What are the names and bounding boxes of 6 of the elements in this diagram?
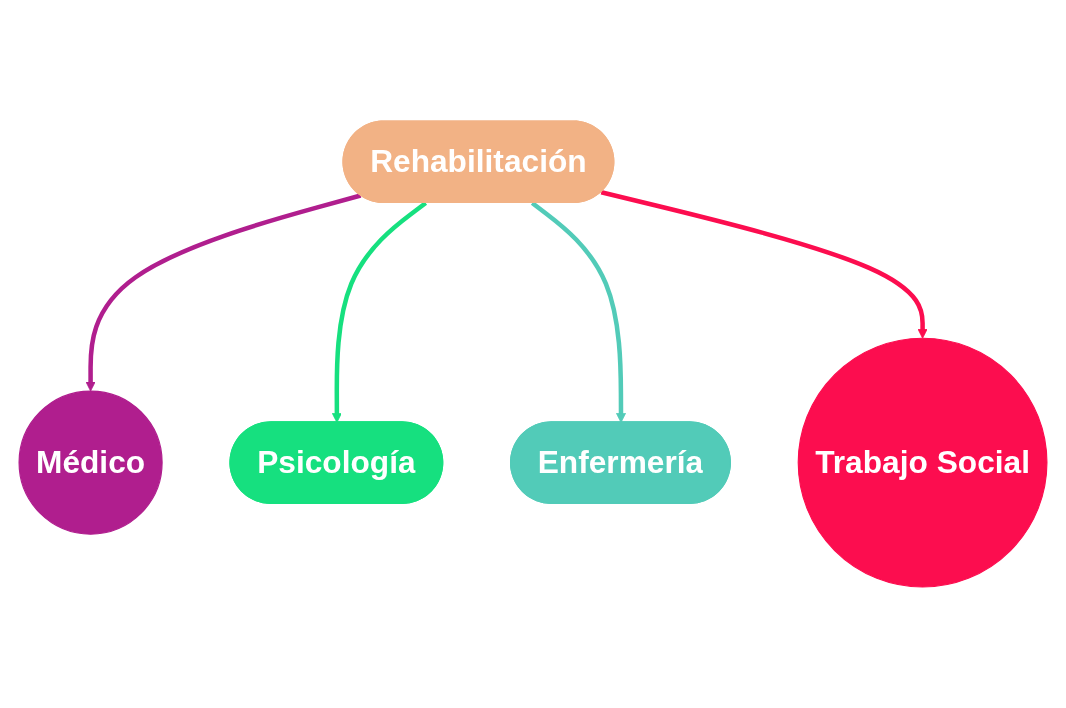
- arrow: [600, 190, 928, 339]
- node-circle: Trabajo Social: [797, 337, 1048, 588]
- node-circle: Médico: [18, 390, 163, 535]
- arrow: [530, 201, 626, 423]
- arrow: [85, 193, 362, 392]
- arrow: [331, 201, 428, 423]
